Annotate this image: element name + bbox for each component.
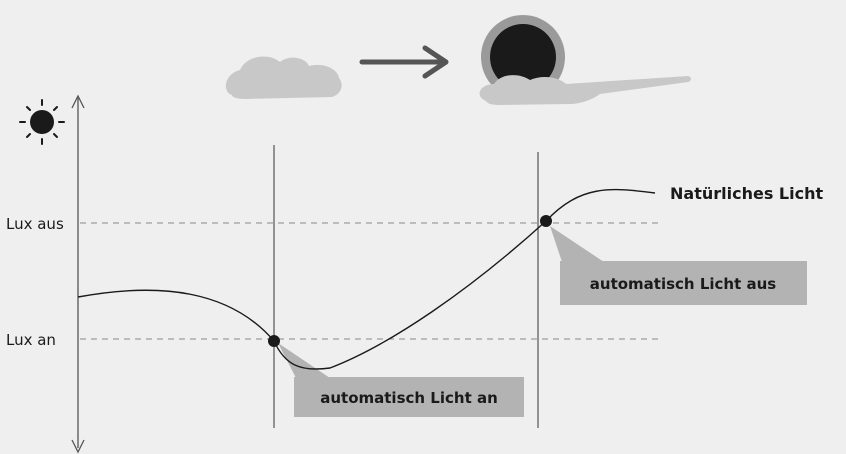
arrow-right-icon [359, 45, 449, 79]
light-on-callout: automatisch Licht an [278, 343, 524, 417]
light-off-callout-text: automatisch Licht aus [590, 275, 777, 293]
light-on-callout-text: automatisch Licht an [320, 389, 498, 407]
natural-light-label: Natürliches Licht [670, 184, 823, 203]
crescent-moon-icon [36, 402, 61, 443]
light-off-callout: automatisch Licht aus [550, 226, 807, 305]
lux-on-label: Lux an [6, 331, 56, 349]
sun-icon [19, 99, 65, 145]
sun-behind-cloud-icon [479, 15, 691, 105]
lux-axis [71, 94, 85, 454]
light-off-trigger-point [540, 215, 552, 227]
lux-off-label: Lux aus [6, 215, 64, 233]
natural-light-curve [77, 188, 656, 370]
light-on-trigger-point [268, 335, 280, 347]
moon-behind-cloud-icon [225, 11, 342, 99]
